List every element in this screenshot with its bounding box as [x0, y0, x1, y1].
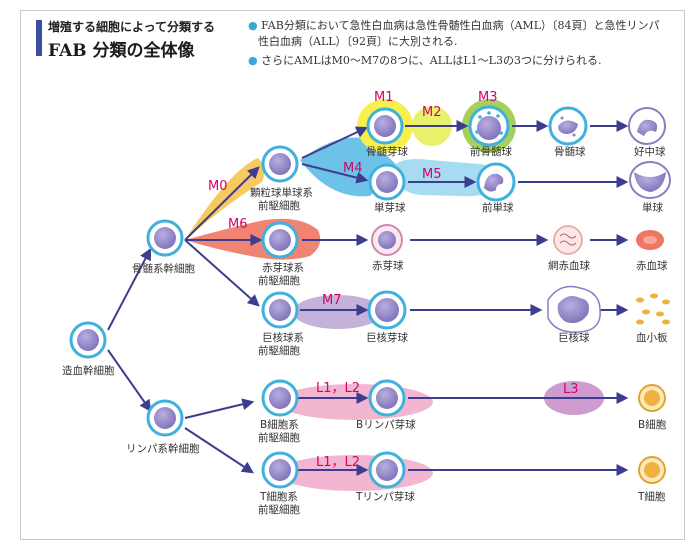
label-monocyte: 単球: [642, 201, 663, 214]
label-neutrophil: 好中球: [634, 145, 666, 158]
label-megakaryocyte: 巨核球: [558, 331, 590, 344]
myeloblast-cell: [366, 107, 404, 145]
b-cell: [638, 384, 666, 412]
page-title: FAB 分類の全体像: [48, 41, 195, 61]
bullet-icon: ●: [248, 54, 262, 67]
lymphoid-stem-cell: [146, 399, 184, 437]
label-m4: M4: [343, 161, 363, 176]
promonocyte-cell: [476, 162, 516, 202]
myelocyte-cell: [548, 106, 588, 146]
b-lymphoblast-cell: [368, 379, 406, 417]
note-1: ● FAB分類において急性白血病は急性骨髄性白血病（AML）〔84頁〕と急性リン…: [248, 18, 660, 34]
label-t-prog-l1: T細胞系: [259, 490, 298, 503]
hsc-cell: [69, 321, 107, 359]
label-m5: M5: [422, 167, 442, 182]
mega-progenitor-cell: [261, 291, 299, 329]
monocyte-cell: [629, 161, 671, 199]
arrow-gm-myeloblast: [301, 126, 369, 159]
promyelocyte-cell: [468, 105, 510, 147]
label-m0: M0: [208, 179, 228, 194]
note-2: ● さらにAMLはM0～M7の8つに、ALLはL1～L3の3つに分けられる.: [248, 53, 601, 69]
label-erythroblast: 赤芽球: [372, 259, 404, 272]
label-l3: L3: [563, 382, 579, 397]
megakaryoblast-cell: [367, 290, 407, 330]
arrow-myeloid-gm: [184, 166, 260, 241]
label-promonocyte: 前単球: [482, 201, 514, 214]
label-m1: M1: [374, 90, 394, 105]
label-m2: M2: [422, 105, 442, 120]
label-b-cell: B細胞: [638, 418, 667, 431]
arrow-gm-monoblast: [301, 163, 369, 184]
label-m7: M7: [322, 293, 342, 308]
arrow-lymph-t: [184, 427, 255, 474]
label-b-prog-l2: 前駆細胞: [258, 431, 300, 444]
label-lymphoid-stem: リンパ系幹細胞: [126, 442, 200, 455]
arrow-hsc-lymphoid: [107, 349, 152, 412]
label-l12-t: L1，L2: [316, 455, 360, 470]
label-t-prog-l2: 前駆細胞: [258, 503, 300, 516]
label-promyelocyte: 前骨髄球: [470, 145, 512, 158]
megakaryocyte-cell: [547, 285, 601, 333]
t-progenitor-cell: [261, 451, 299, 489]
label-m3: M3: [478, 90, 498, 105]
label-b-prog-l1: B細胞系: [260, 418, 299, 431]
label-t-cell: T細胞: [637, 490, 666, 503]
label-m6: M6: [228, 217, 248, 232]
t-cell: [638, 456, 666, 484]
note-2-text: さらにAMLはM0～M7の8つに、ALLはL1～L3の3つに分けられる.: [261, 54, 602, 67]
label-mega-l1: 巨核球系: [262, 331, 304, 344]
gm-progenitor-cell: [261, 145, 299, 183]
t-lymphoblast-cell: [368, 451, 406, 489]
label-b-lymphoblast: Bリンパ芽球: [356, 418, 416, 431]
platelet-cells: [636, 293, 670, 325]
frame-border: [20, 10, 685, 540]
rbc-cell: [636, 230, 664, 250]
title-accent-bar: [36, 20, 42, 56]
note-1-line-2: 性白血病（ALL）〔92頁〕に大別される.: [258, 35, 458, 48]
label-gm-l2: 前駆細胞: [258, 199, 300, 212]
label-mega-l2: 前駆細胞: [258, 344, 300, 357]
label-ery-l2: 前駆細胞: [258, 274, 300, 287]
arrow-lymph-b: [184, 398, 255, 419]
myeloid-stem-cell: [146, 219, 184, 257]
page-subtitle: 増殖する細胞によって分類する: [48, 20, 216, 34]
label-megakaryoblast: 巨核芽球: [366, 331, 408, 344]
bullet-icon: ●: [248, 19, 262, 32]
label-rbc: 赤血球: [636, 259, 668, 272]
arrow-hsc-myeloid: [107, 247, 152, 331]
neutrophil-cell: [628, 107, 666, 145]
label-hsc: 造血幹細胞: [62, 364, 115, 377]
label-myeloblast: 骨髄芽球: [366, 145, 408, 158]
label-t-lymphoblast: Tリンパ芽球: [355, 490, 415, 503]
label-myeloid-stem: 骨髄系幹細胞: [132, 262, 195, 275]
label-monoblast: 単芽球: [374, 201, 406, 214]
label-gm-l1: 顆粒球単球系: [250, 186, 313, 199]
label-myelocyte: 骨髄球: [554, 145, 586, 158]
note-1-line-1: FAB分類において急性白血病は急性骨髄性白血病（AML）〔84頁〕と急性リンパ: [261, 19, 660, 32]
b-progenitor-cell: [261, 379, 299, 417]
arrow-myeloid-mega: [184, 239, 260, 307]
label-reticulocyte: 網赤血球: [548, 259, 590, 272]
label-l12-b: L1，L2: [316, 381, 360, 396]
monoblast-cell: [368, 163, 406, 201]
erythroblast-cell: [371, 224, 403, 256]
label-platelet: 血小板: [636, 331, 668, 344]
erythroid-progenitor-cell: [261, 221, 299, 259]
label-ery-l1: 赤芽球系: [262, 261, 304, 274]
reticulocyte-cell: [553, 225, 583, 255]
m7-highlight: [293, 295, 383, 329]
